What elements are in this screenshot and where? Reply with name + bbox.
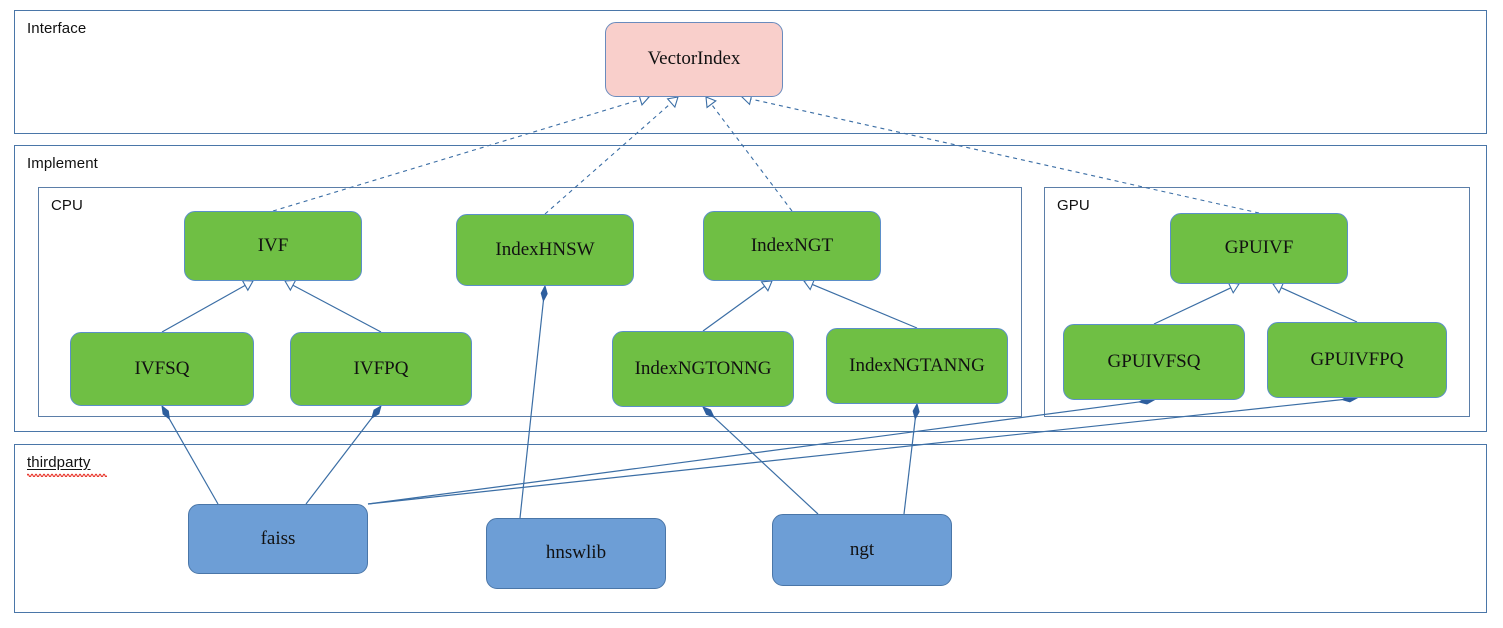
- node-label: IndexNGT: [750, 234, 834, 256]
- frame-label-cpu: CPU: [51, 197, 83, 214]
- node-label: faiss: [260, 527, 296, 549]
- node-ivf[interactable]: IVF: [184, 211, 362, 281]
- node-label: IVF: [257, 234, 289, 256]
- node-ivfsq[interactable]: IVFSQ: [70, 332, 254, 406]
- node-label: GPUIVF: [1224, 237, 1294, 259]
- frame-label-gpu: GPU: [1057, 197, 1090, 214]
- node-gpuivfpq[interactable]: GPUIVFPQ: [1267, 322, 1447, 398]
- node-label: IVFPQ: [353, 357, 409, 379]
- node-label: IndexHNSW: [495, 238, 595, 260]
- frame-label-thirdparty: thirdparty: [27, 454, 107, 477]
- node-faiss[interactable]: faiss: [188, 504, 368, 574]
- node-label: ngt: [849, 538, 875, 560]
- node-indexngt[interactable]: IndexNGT: [703, 211, 881, 281]
- node-label: IVFSQ: [134, 357, 190, 379]
- node-label: VectorIndex: [647, 48, 741, 70]
- node-indexhnsw[interactable]: IndexHNSW: [456, 214, 634, 286]
- node-ivfpq[interactable]: IVFPQ: [290, 332, 472, 406]
- spellcheck-squiggle-icon: [27, 473, 107, 477]
- node-indexngtonng[interactable]: IndexNGTONNG: [612, 331, 794, 407]
- node-gpuivfsq[interactable]: GPUIVFSQ: [1063, 324, 1245, 400]
- node-label: GPUIVFPQ: [1310, 348, 1404, 370]
- node-label: IndexNGTANNG: [849, 354, 985, 376]
- frame-label-implement: Implement: [27, 155, 98, 172]
- node-indexngtanng[interactable]: IndexNGTANNG: [826, 328, 1008, 404]
- node-vectorindex[interactable]: VectorIndex: [605, 22, 783, 97]
- node-label: GPUIVFSQ: [1107, 350, 1201, 372]
- node-label: hnswlib: [545, 542, 607, 564]
- node-label: IndexNGTONNG: [634, 357, 772, 379]
- node-hnswlib[interactable]: hnswlib: [486, 518, 666, 589]
- node-gpuivf[interactable]: GPUIVF: [1170, 213, 1348, 284]
- node-ngt[interactable]: ngt: [772, 514, 952, 586]
- frame-label-interface: Interface: [27, 20, 87, 37]
